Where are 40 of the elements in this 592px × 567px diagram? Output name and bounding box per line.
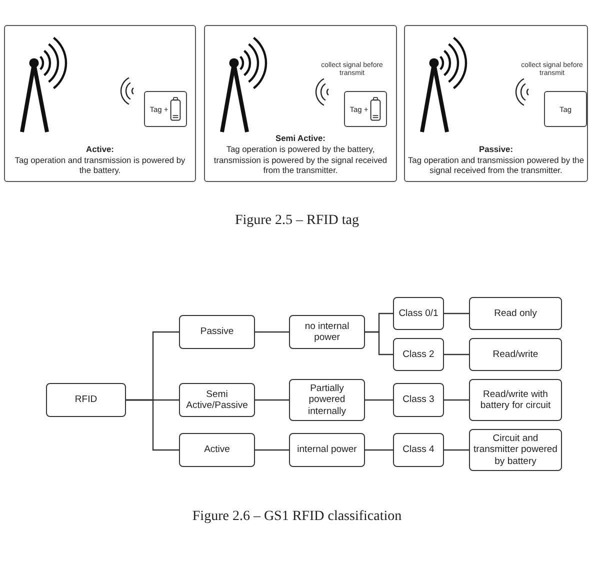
- connector-line: [126, 399, 179, 451]
- category-box: Active: [179, 433, 255, 467]
- category-box: Read/write with battery for circuit: [469, 379, 562, 421]
- panel-description: Tag operation and transmission powered by the signal received from the transmitter.: [408, 154, 584, 176]
- category-box: Class 2: [393, 338, 444, 371]
- figure-caption: Figure 2.5 – RFID tag: [234, 213, 360, 229]
- connector-line: [365, 399, 393, 401]
- category-box: Partially powered internally: [289, 379, 365, 421]
- category-box: Read only: [469, 297, 562, 330]
- figure-caption: Figure 2.6 – GS1 RFID classification: [192, 509, 402, 525]
- connector-line: [255, 399, 289, 401]
- illustration-panel: [4, 25, 196, 182]
- illustration-panel: [204, 25, 397, 182]
- connector-line: [444, 449, 469, 451]
- category-box: Semi Active/Passive: [179, 383, 255, 417]
- category-box: Circuit and transmitter powered by battery: [469, 429, 562, 471]
- category-box: Class 0/1: [393, 297, 444, 330]
- panel-heading: Semi Active:: [276, 133, 326, 144]
- connector-line: [365, 449, 393, 451]
- panel-description: Tag operation and transmission is powered by the battery.: [14, 154, 186, 176]
- category-box: Class 3: [393, 383, 444, 417]
- category-box: no internal power: [289, 315, 365, 349]
- category-box: Read/write: [469, 338, 562, 371]
- category-box: Passive: [179, 315, 255, 349]
- tag-box: [344, 91, 387, 127]
- tag-box: [544, 91, 587, 127]
- connector-line: [365, 331, 393, 356]
- connector-line: [444, 399, 469, 401]
- connector-line: [444, 354, 469, 356]
- category-box: internal power: [289, 433, 365, 467]
- category-box: Class 4: [393, 433, 444, 467]
- category-box: RFID: [46, 383, 126, 417]
- panel-description: Tag operation is powered by the battery, transmission is powered by the signal received from the transmitter.: [212, 144, 388, 176]
- panel-heading: Passive:: [479, 144, 513, 155]
- connector-line: [255, 449, 289, 451]
- illustration-panel: [404, 25, 588, 182]
- connector-line: [255, 331, 289, 333]
- tag-box: [144, 91, 187, 127]
- connector-line: [444, 312, 469, 314]
- panel-heading: Active:: [86, 144, 114, 155]
